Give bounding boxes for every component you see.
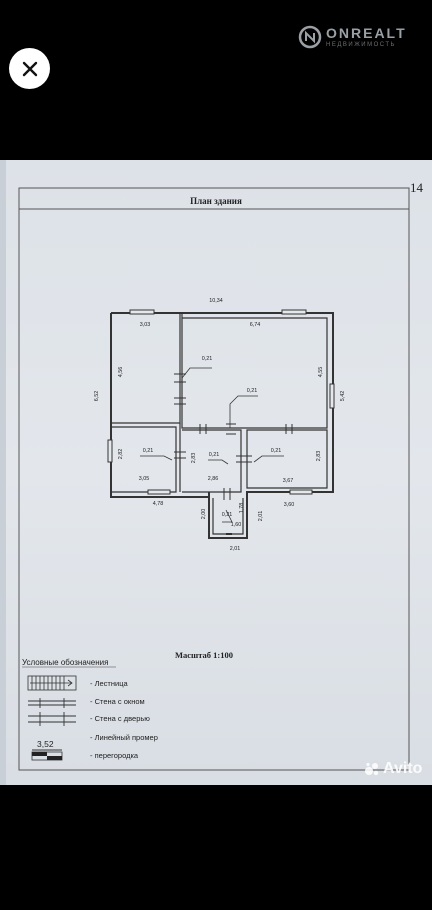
dim-bottom-left-width: 4,78 (153, 501, 164, 507)
legend-partition-symbol (31, 751, 63, 761)
dim-room2-width: 6,74 (250, 322, 261, 328)
watermark-onrealt: ONREALT НЕДВИЖИМОСТЬ (298, 24, 422, 50)
dim-room4-width: 2,86 (208, 476, 219, 482)
outer-walls (110, 312, 334, 539)
legend-door: - Стена с дверью (90, 714, 150, 723)
dim-porch-bottom: 2,01 (230, 546, 241, 552)
dim-room3-height: 2,82 (118, 449, 124, 460)
close-icon (22, 61, 37, 76)
avito-logo-icon (365, 762, 379, 776)
dim-porch-right: 2,01 (258, 511, 264, 522)
scale-label: Масштаб 1:100 (175, 650, 233, 660)
legend-partition: - перегородка (90, 751, 139, 760)
dim-right-height: 5,42 (340, 391, 346, 402)
partition-leaders (140, 367, 284, 523)
dim-partition-2: 0,21 (247, 388, 258, 394)
dim-partition-1: 0,21 (202, 356, 213, 362)
dim-porch-inner: 1,78 (239, 503, 245, 514)
inner-walls (111, 313, 328, 535)
legend-measure: - Линейный промер (90, 733, 158, 742)
watermark-avito: Avito (364, 759, 422, 779)
legend-window-symbol (28, 698, 76, 708)
watermark-sub: НЕДВИЖИМОСТЬ (326, 42, 396, 48)
legend-door-symbol (28, 712, 76, 726)
legend-stairs: - Лестница (90, 679, 128, 688)
legend: Условные обозначения - Лестница - Стена … (22, 658, 158, 761)
dim-right-bottom: 3,60 (284, 502, 295, 508)
windows (107, 309, 335, 495)
doors (174, 373, 293, 500)
dim-partition-5: 0,21 (271, 448, 282, 454)
dim-room1-width: 3,03 (140, 322, 151, 328)
page-number: 14 (410, 180, 424, 195)
dim-porch-width: 1,60 (231, 522, 242, 528)
floor-plan: 14 План здания (18, 180, 424, 771)
document-photo: 14 План здания (0, 160, 432, 785)
dim-partition-4: 0,21 (209, 452, 220, 458)
dimension-labels: 10,34 3,03 6,74 4,56 4,55 6,52 5,42 0,21… (94, 298, 346, 552)
paper-sheet (6, 160, 432, 785)
legend-window: - Стена с окном (90, 697, 145, 706)
dim-room3-width: 3,05 (139, 476, 150, 482)
legend-measure-sample: 3,52 (37, 739, 54, 749)
dim-partition-6: 0,21 (222, 512, 233, 518)
dim-room1-height: 4,56 (118, 367, 124, 378)
avito-brand: Avito (383, 760, 423, 777)
dim-total-height: 6,52 (94, 391, 100, 402)
onrealt-logo-icon (298, 25, 322, 49)
watermark-brand: ONREALT (326, 25, 407, 41)
close-button[interactable] (9, 48, 50, 89)
dim-room5-height: 2,83 (316, 451, 322, 462)
dim-porch-left: 2,00 (201, 509, 207, 520)
dim-room5-width: 3,67 (283, 478, 294, 484)
dim-room4-height: 2,83 (191, 453, 197, 464)
dim-total-width: 10,34 (209, 298, 223, 304)
dim-room2-height: 4,55 (318, 367, 324, 378)
dim-partition-3: 0,21 (143, 448, 154, 454)
plan-title: План здания (190, 196, 242, 206)
legend-heading: Условные обозначения (22, 658, 108, 667)
legend-stairs-symbol (27, 675, 77, 691)
